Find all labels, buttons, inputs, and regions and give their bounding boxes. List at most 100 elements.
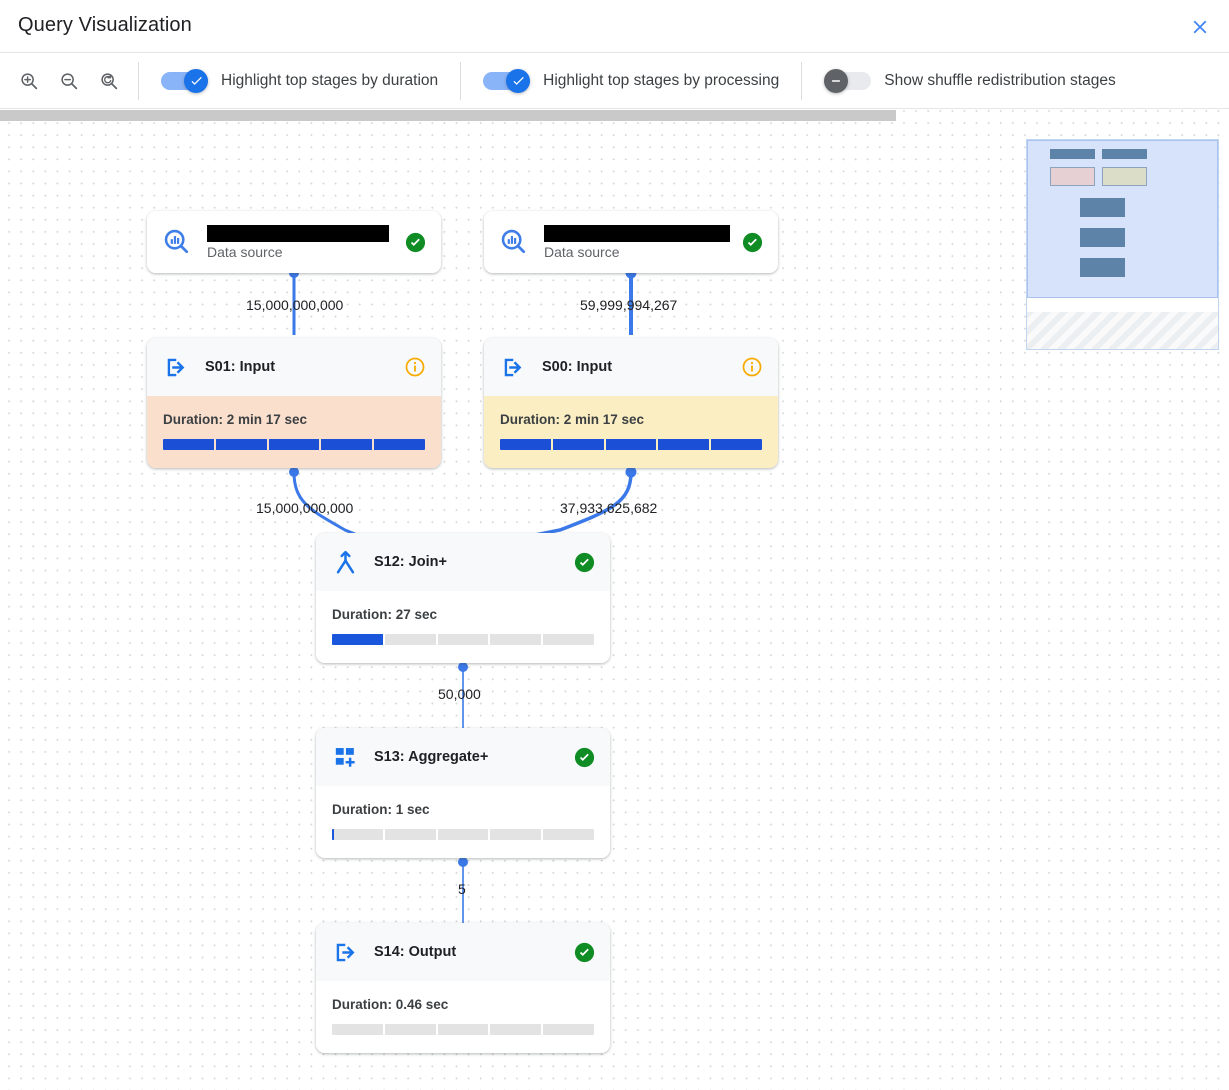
minimap-node <box>1080 198 1125 217</box>
toolbar-divider-2 <box>460 61 462 100</box>
toggle-show-shuffle-switch[interactable] <box>824 68 872 93</box>
toggle-show-shuffle-label: Show shuffle redistribution stages <box>884 71 1116 89</box>
node-data-source-right[interactable]: Data source <box>484 211 778 273</box>
join-icon <box>332 549 362 576</box>
duration-progress-bar <box>332 1024 594 1035</box>
aggregate-icon <box>332 744 362 771</box>
node-header: S01: Input <box>147 338 441 396</box>
zoom-out-icon <box>58 70 80 92</box>
node-duration-panel: Duration: 0.46 sec <box>316 981 610 1053</box>
progress-fill <box>500 439 762 450</box>
node-stage-s00[interactable]: S00: Input Duration: 2 min 17 sec <box>484 338 778 468</box>
toggle-highlight-processing-switch[interactable] <box>483 68 531 93</box>
node-duration-panel: Duration: 2 min 17 sec <box>147 396 441 468</box>
status-badge-success-icon[interactable] <box>572 745 596 769</box>
status-badge-success-icon[interactable] <box>572 550 596 574</box>
duration-progress-bar <box>163 439 425 450</box>
node-duration-panel: Duration: 1 sec <box>316 786 610 858</box>
progress-fill <box>163 439 425 450</box>
node-header: S14: Output <box>316 923 610 981</box>
data-source-subtitle: Data source <box>207 243 283 260</box>
toolbar-divider-3 <box>801 61 803 100</box>
node-stage-s13[interactable]: S13: Aggregate+ Duration: 1 sec <box>316 728 610 858</box>
switch-knob-check-icon <box>184 68 208 93</box>
status-badge-success-icon[interactable] <box>403 230 427 254</box>
status-badge-info-icon[interactable] <box>740 355 764 379</box>
status-badge-success-icon[interactable] <box>572 940 596 964</box>
minimap-node <box>1102 167 1147 186</box>
toggle-highlight-duration-label: Highlight top stages by duration <box>221 71 439 89</box>
toggle-highlight-processing-label: Highlight top stages by processing <box>543 71 780 89</box>
zoom-out-button[interactable] <box>54 66 84 96</box>
minimap-offscreen-area <box>1027 312 1218 349</box>
node-duration-label: Duration: 1 sec <box>332 802 430 817</box>
node-title: S12: Join+ <box>374 554 447 570</box>
zoom-controls <box>0 53 138 108</box>
progress-fill <box>332 634 385 645</box>
switch-knob-check-icon <box>506 68 531 93</box>
minimap-node <box>1050 149 1095 159</box>
node-duration-label: Duration: 2 min 17 sec <box>500 412 645 427</box>
node-header: S12: Join+ <box>316 533 610 591</box>
edge-label-rows: 5 <box>458 881 466 897</box>
zoom-reset-button[interactable] <box>94 66 124 96</box>
toggle-show-shuffle[interactable]: Show shuffle redistribution stages <box>802 53 1138 108</box>
edge-label-rows: 50,000 <box>438 686 481 702</box>
edge-label-rows: 15,000,000,000 <box>246 297 344 313</box>
node-stage-s01[interactable]: S01: Input Duration: 2 min 17 sec <box>147 338 441 468</box>
redacted-table-name <box>544 224 730 242</box>
minimap-node <box>1050 167 1095 186</box>
edge-label-rows: 37,933,625,682 <box>560 500 658 516</box>
node-stage-s14[interactable]: S14: Output Duration: 0.46 sec <box>316 923 610 1053</box>
node-title: S13: Aggregate+ <box>374 749 489 765</box>
data-source-text: Data source <box>207 224 403 260</box>
graph-edges <box>289 267 637 925</box>
input-arrow-icon <box>500 354 530 381</box>
minimap-node <box>1080 258 1125 277</box>
zoom-in-icon <box>18 70 40 92</box>
edge-label-rows: 15,000,000,000 <box>256 500 354 516</box>
node-stage-s12[interactable]: S12: Join+ Duration: 27 sec <box>316 533 610 663</box>
duration-progress-bar <box>500 439 762 450</box>
node-header: Data source <box>147 211 441 273</box>
node-duration-label: Duration: 27 sec <box>332 607 438 622</box>
node-header: S00: Input <box>484 338 778 396</box>
minimap-node <box>1102 149 1147 159</box>
data-source-icon <box>163 228 193 256</box>
toggle-highlight-duration[interactable]: Highlight top stages by duration <box>139 53 460 108</box>
graph-minimap[interactable] <box>1026 139 1219 350</box>
switch-knob-minus-icon <box>824 68 849 93</box>
minimap-node <box>1080 228 1125 247</box>
progress-fill <box>332 829 335 840</box>
zoom-reset-icon <box>98 70 120 92</box>
duration-progress-bar <box>332 829 594 840</box>
progress-ticks <box>500 439 762 450</box>
status-badge-success-icon[interactable] <box>740 230 764 254</box>
node-data-source-left[interactable]: Data source <box>147 211 441 273</box>
node-header: S13: Aggregate+ <box>316 728 610 786</box>
node-duration-panel: Duration: 2 min 17 sec <box>484 396 778 468</box>
node-duration-label: Duration: 2 min 17 sec <box>163 412 308 427</box>
page-title: Query Visualization <box>18 14 192 36</box>
graph-canvas[interactable]: 15,000,000,000 59,999,994,267 15,000,000… <box>0 110 1229 1090</box>
node-title: S14: Output <box>374 944 457 960</box>
output-arrow-icon <box>332 939 362 966</box>
node-title: S01: Input <box>205 359 276 375</box>
toggle-highlight-duration-switch[interactable] <box>161 68 208 93</box>
node-header: Data source <box>484 211 778 273</box>
node-title: S00: Input <box>542 359 613 375</box>
toolbar-divider-1 <box>138 61 139 100</box>
data-source-text: Data source <box>544 224 740 260</box>
data-source-subtitle: Data source <box>544 243 620 260</box>
edge-label-rows: 59,999,994,267 <box>580 297 678 313</box>
horizontal-scrollbar[interactable] <box>0 110 896 121</box>
progress-ticks <box>332 634 594 645</box>
dialog-header: Query Visualization <box>0 0 1229 53</box>
zoom-in-button[interactable] <box>14 66 44 96</box>
minimap-viewport[interactable] <box>1027 140 1218 298</box>
close-button[interactable] <box>1183 10 1217 44</box>
graph-toolbar: Highlight top stages by duration Highlig… <box>0 53 1229 109</box>
input-arrow-icon <box>163 354 193 381</box>
toggle-highlight-processing[interactable]: Highlight top stages by processing <box>461 53 801 108</box>
status-badge-info-icon[interactable] <box>403 355 427 379</box>
